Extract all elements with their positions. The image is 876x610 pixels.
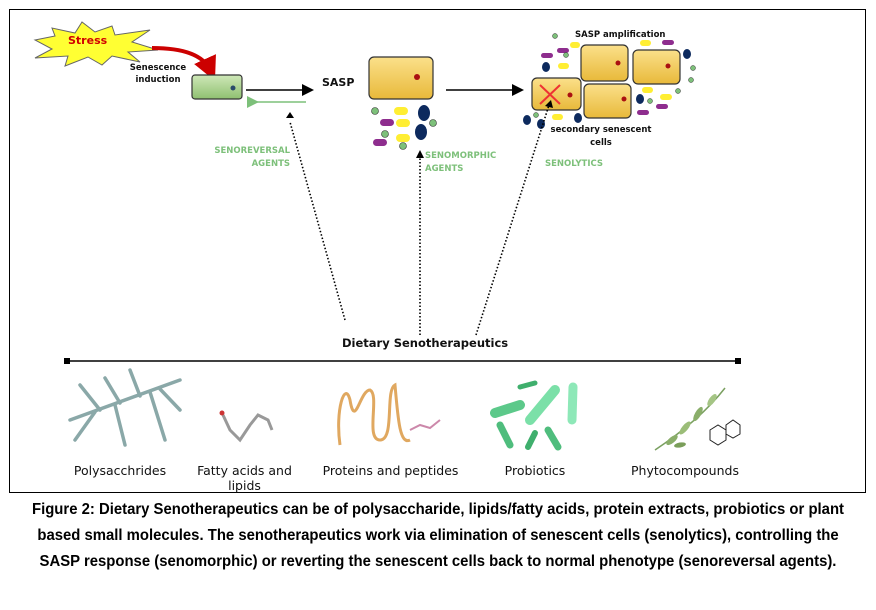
senolytics-dotted-arrow [475,104,550,336]
senolytics-label: SENOLYTICS [545,159,603,169]
category-probiotics: Probiotics [504,463,566,478]
fatty-acid-molecule-icon [219,410,274,443]
polysaccharide-icon [68,368,182,447]
senoreversal-agents-label: SENOREVERSAL AGENTS [214,146,290,169]
senomorphic-agents-label: SENOMORPHIC AGENTS [425,151,497,174]
diagram-canvas [33,21,741,451]
figure-frame [9,9,866,493]
senoreversal-dotted-arrow [289,121,346,321]
figure-caption: Figure 2: Dietary Senotherapeutics can b… [31,501,844,570]
sasp-factors [371,105,437,150]
category-phytocompounds: Phytocompounds [631,463,739,478]
protein-peptide-icon [337,382,441,446]
secondary-cells-cluster [523,33,696,129]
category-proteins: Proteins and peptides [322,463,459,478]
normal-cell [191,74,243,100]
category-polysaccharides: Polysacchrides [73,463,167,478]
dietary-senotherapeutics-title: Dietary Senotherapeutics [342,336,509,350]
bacteria-icon [490,380,578,451]
senescent-cell [368,56,434,100]
plant-leaf-icon [654,387,741,451]
secondary-senescent-cells-label: secondary senescent cells [550,125,652,148]
senescence-induction-label: Senescence induction [129,63,187,85]
stress-label: Stress [68,34,108,47]
sasp-amplification-label: SASP amplification [575,30,666,40]
elimination-x-icon [539,84,561,105]
category-fatty-acids: Fatty acids and lipids [197,463,292,493]
induction-arrow [151,46,216,81]
sasp-label: SASP [322,76,355,89]
